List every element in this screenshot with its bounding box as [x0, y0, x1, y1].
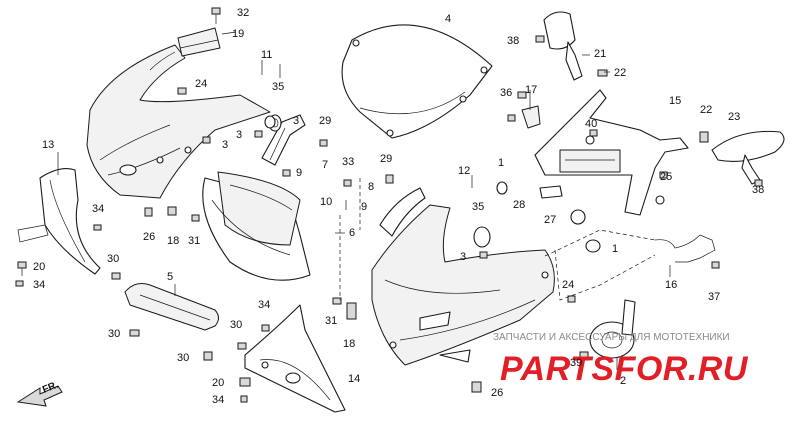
small-hardware: [15, 35, 763, 403]
callout: 1: [498, 157, 504, 169]
callout: 35: [272, 81, 284, 93]
screw-32: [211, 7, 221, 24]
callout: 29: [319, 115, 331, 127]
callout: 24: [195, 78, 207, 90]
callout: 13: [42, 139, 54, 151]
callout: 2: [620, 375, 626, 387]
callout: 30: [230, 319, 242, 331]
callout: 34: [92, 203, 104, 215]
callout: 36: [500, 87, 512, 99]
callout: 38: [507, 35, 519, 47]
callout: 3: [460, 251, 466, 263]
callout: 22: [614, 67, 626, 79]
callout: 30: [177, 352, 189, 364]
callout: 11: [261, 49, 272, 61]
watermark-tagline: ЗАПЧАСТИ И АКСЕССУАРЫ ДЛЯ МОТОТЕХНИКИ: [493, 332, 730, 343]
side-fairing: [371, 204, 555, 366]
callout: 21: [594, 48, 606, 60]
callout: 17: [525, 84, 537, 96]
lower-cowl-piece: [244, 304, 346, 413]
callout: 28: [513, 199, 525, 211]
callout: 9: [296, 167, 302, 179]
callout: 34: [212, 394, 224, 406]
callout: 29: [380, 153, 392, 165]
horn: [589, 299, 636, 359]
fairing-stay: [534, 89, 689, 216]
wire-harness: [654, 234, 716, 263]
bracket-19: [177, 27, 221, 57]
callout: 27: [544, 214, 556, 226]
lower-trim: [124, 283, 219, 331]
callout: 32: [237, 7, 249, 19]
callout: 16: [665, 279, 677, 291]
callout: 3: [236, 129, 242, 141]
windscreen: [341, 24, 493, 139]
callout: 24: [562, 279, 574, 291]
callout: 35: [472, 201, 484, 213]
callout: 10: [320, 196, 332, 208]
callout: 30: [108, 328, 120, 340]
callout: 3: [222, 139, 228, 151]
callout: 39: [570, 357, 582, 369]
callout: 18: [343, 338, 355, 350]
callout-numbers: 32 19 11 24 35 3 3 4 13 34 20 34 30 5 30…: [33, 7, 764, 406]
upper-cowl: [86, 44, 271, 199]
callout: 8: [368, 181, 374, 193]
front-direction-arrow: FR.: [16, 379, 63, 407]
callout: 23: [728, 111, 740, 123]
watermark-brand: PARTSFOR.RU: [500, 350, 749, 388]
callout: 1: [612, 243, 618, 255]
side-bracket: [17, 168, 101, 275]
callout: 6: [349, 227, 355, 239]
callout: 14: [348, 373, 360, 385]
callout: 37: [708, 291, 720, 303]
callout: 30: [107, 253, 119, 265]
callout: 40: [585, 118, 597, 130]
callout: 4: [445, 13, 451, 25]
callout: 3: [293, 115, 299, 127]
watermark: ЗАПЧАСТИ И АКСЕССУАРЫ ДЛЯ МОТОТЕХНИКИ PA…: [493, 332, 749, 388]
callout: 22: [700, 104, 712, 116]
reference-lines: [339, 178, 656, 301]
callout: 19: [232, 28, 244, 40]
mirror-right: [711, 130, 785, 185]
callout: 31: [188, 235, 200, 247]
leader-lines: [57, 31, 671, 370]
callout: 25: [660, 171, 672, 183]
callout: 5: [167, 271, 173, 283]
bracket-9: [379, 187, 426, 237]
callout: 38: [752, 184, 764, 196]
callout: 20: [212, 377, 224, 389]
callout: 9: [361, 201, 367, 213]
callout: 20: [33, 261, 45, 273]
callout: 34: [258, 299, 270, 311]
callout: 33: [342, 156, 354, 168]
inner-panel: [202, 171, 311, 281]
bracket-7: [261, 114, 306, 166]
callout: 26: [143, 231, 155, 243]
callout: 12: [458, 165, 470, 177]
mirror-left: [543, 11, 583, 81]
callout: 26: [491, 387, 503, 399]
callout: 18: [167, 235, 179, 247]
callout: 7: [322, 159, 328, 171]
callout: 31: [325, 315, 337, 327]
callout: 34: [33, 279, 45, 291]
callout: 15: [669, 95, 681, 107]
